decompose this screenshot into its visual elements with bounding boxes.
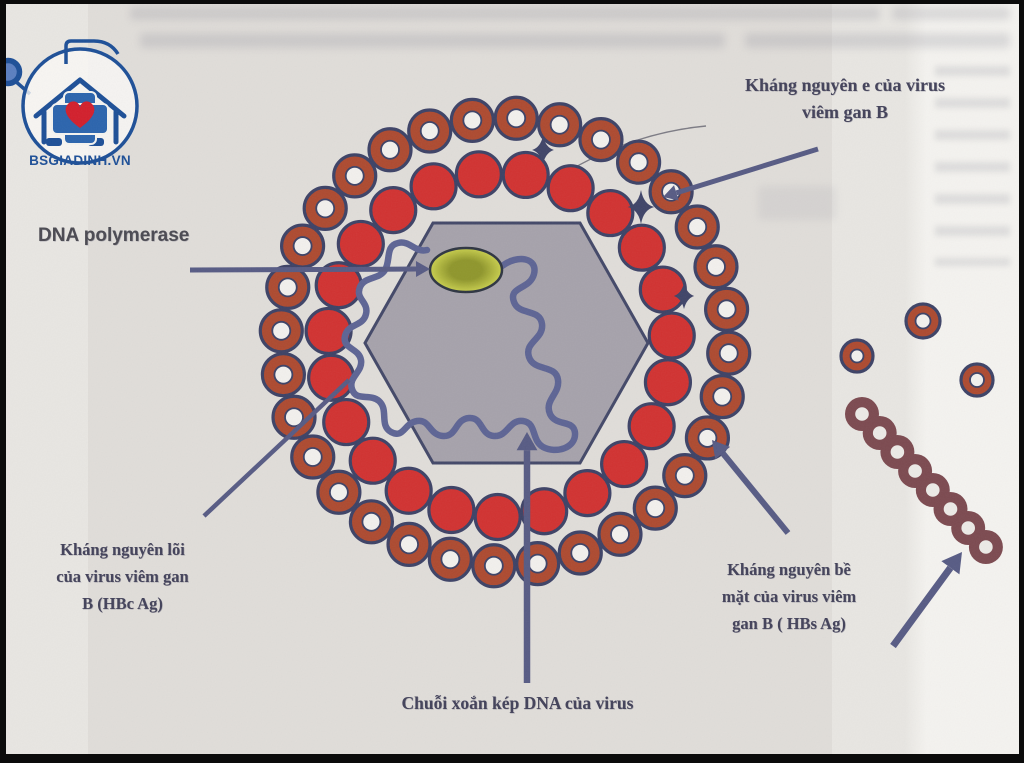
outer-envelope-bead-hole (440, 549, 461, 570)
core-bead (586, 188, 635, 238)
chain-bead-hole (926, 483, 940, 497)
chain-bead-hole (908, 464, 922, 478)
outer-envelope-bead-hole (271, 320, 292, 341)
scan-border (0, 754, 1024, 763)
outer-envelope-bead-hole (328, 482, 349, 503)
outer-envelope-bead-hole (399, 534, 419, 555)
chain-bead-hole (872, 426, 887, 440)
scan-border (0, 0, 6, 763)
scan-border (1019, 0, 1024, 763)
label-surface-antigen: Kháng nguyên bề mặt của virus viêm gan B… (721, 560, 857, 633)
outer-envelope-bead-hole (706, 256, 726, 277)
outer-envelope-bead-hole (419, 121, 440, 141)
outer-envelope-bead-hole (273, 364, 294, 385)
arrow-e-antigen (675, 146, 819, 196)
outer-envelope-bead-hole (645, 498, 666, 519)
outer-envelope-bead-hole (712, 386, 733, 407)
outer-envelope-bead-hole (527, 553, 548, 574)
core-bead (454, 150, 503, 199)
outer-envelope-bead-hole (674, 465, 695, 486)
outer-envelope-bead-hole (687, 217, 708, 237)
core-bead (427, 485, 476, 535)
chain-bead-hole (943, 502, 958, 516)
outer-envelope-bead-hole (628, 152, 649, 173)
outer-envelope-bead-hole (380, 139, 400, 160)
core-bead (638, 265, 687, 314)
label-dna-polymerase: DNA polymerase (38, 225, 190, 246)
core-bead (600, 439, 649, 489)
chain-bead-hole (961, 521, 975, 535)
core-bead (409, 162, 458, 211)
core-bead (369, 186, 418, 235)
outer-envelope-bead-hole (570, 543, 591, 563)
free-particle-hole (914, 312, 932, 330)
outer-envelope-bead-hole (315, 198, 336, 219)
outer-envelope-bead-hole (344, 165, 365, 186)
core-bead (563, 469, 612, 518)
core-bead (473, 492, 522, 542)
bsgiadinh-logo: BSGIADINH.VN (2, 39, 139, 168)
outer-envelope-bead-hole (462, 110, 483, 131)
outer-envelope-bead-hole (549, 114, 570, 135)
chain-bead-hole (890, 445, 905, 459)
core-bead (348, 436, 397, 485)
chain-bead-hole (979, 540, 993, 554)
core-bead (643, 358, 693, 407)
arrow-surface-antigen (720, 451, 791, 535)
core-bead (546, 164, 595, 213)
dna-polymerase-blob (428, 246, 504, 294)
core-bead (627, 402, 676, 451)
core-bead (501, 150, 550, 200)
label-dna-strand: Chuỗi xoắn kép DNA của virus (401, 693, 634, 713)
core-bead (336, 219, 385, 269)
outer-envelope-bead-hole (610, 524, 630, 545)
logo-text: BSGIADINH.VN (29, 153, 131, 168)
core-bead (307, 353, 356, 402)
outer-envelope-bead-hole (483, 555, 504, 576)
label-core-antigen: Kháng nguyên lõi của virus viêm gan B (H… (56, 540, 189, 613)
outer-envelope-bead-hole (591, 129, 611, 150)
core-bead (384, 466, 433, 515)
scan-border (0, 0, 1024, 4)
outer-envelope-bead-hole (718, 343, 739, 364)
outer-envelope-bead-hole (506, 108, 527, 129)
core-bead (647, 311, 696, 360)
outer-envelope-bead-hole (277, 277, 298, 298)
outer-envelope-bead-hole (361, 511, 382, 532)
core-bead (617, 223, 666, 272)
chain-bead-hole (855, 407, 869, 421)
earpiece-icon (46, 138, 62, 146)
core-bead (322, 397, 371, 447)
free-particle-hole (849, 348, 865, 364)
outer-envelope-bead-hole (302, 447, 323, 467)
outer-envelope-bead-hole (292, 236, 313, 256)
arrow-dna-polymerase (189, 266, 417, 273)
free-particle-hole (969, 372, 985, 388)
label-e-antigen: Kháng nguyên e của virus viêm gan B (744, 75, 946, 122)
outer-envelope-bead-hole (716, 299, 737, 320)
